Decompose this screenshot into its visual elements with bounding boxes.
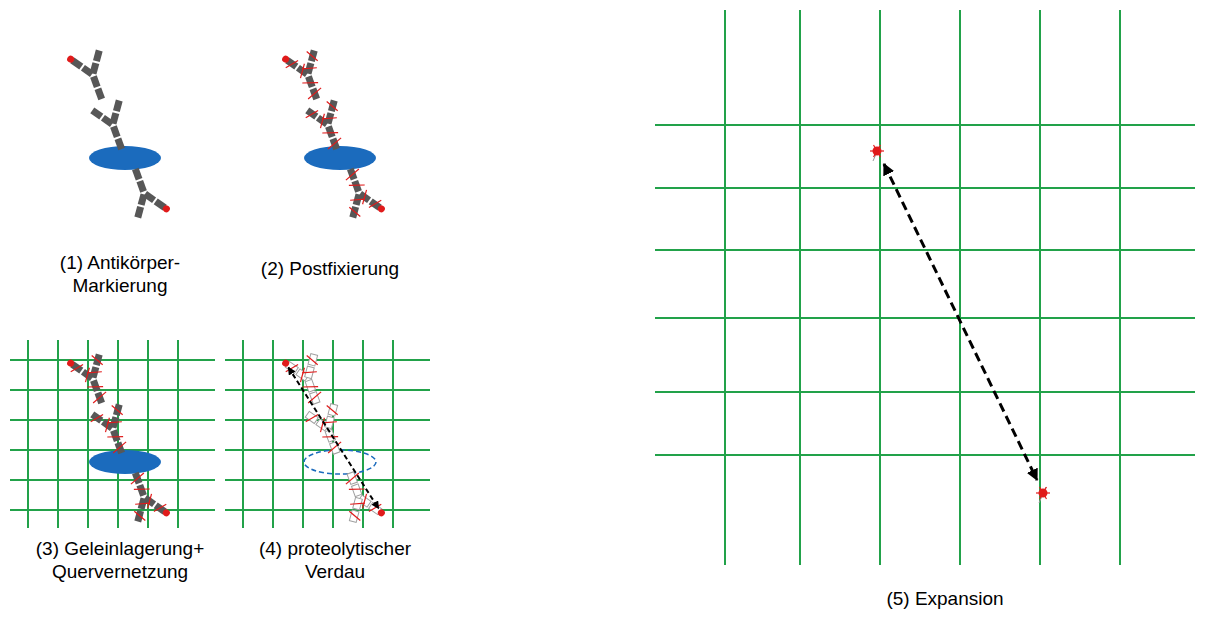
antibody — [64, 43, 117, 106]
panel-caption: (5) Expansion — [845, 588, 1045, 611]
target-protein — [304, 146, 376, 170]
gel-line — [225, 389, 430, 391]
gel-line — [225, 509, 430, 511]
fluorophore — [66, 54, 76, 64]
antibody — [86, 399, 141, 460]
gel-line — [242, 340, 244, 528]
gel-line — [799, 10, 801, 565]
antibody — [331, 161, 391, 227]
gel-line — [959, 10, 961, 565]
distance-arrow — [884, 164, 1037, 480]
expanded-panel — [655, 10, 1195, 565]
antibody — [119, 162, 172, 225]
gel-line — [655, 317, 1195, 319]
antibody — [116, 465, 176, 531]
panel-caption: (3) Geleinlagerung+ Quervernetzung — [20, 538, 220, 584]
gel-line — [272, 340, 274, 528]
fluorophore — [161, 204, 171, 214]
gel-line — [225, 479, 430, 481]
gel-line — [879, 10, 881, 565]
gel-line — [10, 389, 215, 391]
antibody — [61, 345, 121, 411]
antibody — [89, 98, 138, 155]
gel-line — [27, 340, 29, 528]
antibody — [301, 95, 356, 156]
gel-line — [724, 10, 726, 565]
gel-line — [10, 509, 215, 511]
target-protein — [89, 146, 161, 170]
gel-line — [655, 391, 1195, 393]
antibody — [331, 465, 391, 531]
fluorophore — [161, 508, 171, 518]
gel-line — [655, 187, 1195, 189]
fluorophore — [376, 204, 386, 214]
panel-caption: (1) Antikörper- Markierung — [35, 252, 205, 298]
fluorophore — [281, 358, 291, 368]
panel-caption: (2) Postfixierung — [230, 258, 430, 281]
gel-line — [225, 359, 430, 361]
gel-line — [1119, 10, 1121, 565]
gel-line — [10, 359, 215, 361]
panel — [225, 340, 430, 531]
target-protein — [89, 450, 161, 474]
distance-arrow — [288, 367, 378, 508]
panel — [64, 43, 172, 224]
gel-line — [655, 249, 1195, 251]
fluorophore — [66, 358, 76, 368]
antibody — [276, 345, 336, 411]
gel-line — [177, 340, 179, 528]
panel-caption: (4) proteolytischer Verdau — [245, 538, 425, 584]
antibody — [276, 41, 336, 107]
gel-line — [10, 449, 215, 451]
panel — [276, 41, 391, 228]
fluorophore — [376, 508, 386, 518]
target-protein — [304, 450, 376, 474]
gel-line — [57, 340, 59, 528]
gel-line — [10, 479, 215, 481]
gel-line — [655, 124, 1195, 126]
gel-line — [392, 340, 394, 528]
gel-line — [1039, 10, 1041, 565]
fluorophore — [281, 54, 291, 64]
gel-line — [655, 454, 1195, 456]
panel — [10, 340, 215, 531]
